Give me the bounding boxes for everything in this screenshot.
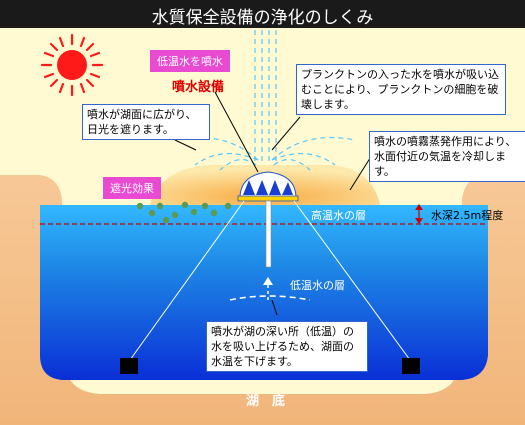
upflow-arrowhead-icon	[263, 277, 273, 285]
lake-water	[40, 205, 488, 380]
cold-water-layer-label: 低温水の層	[290, 279, 345, 292]
lake-bed	[0, 175, 525, 425]
water-depth-label: 水深2.5m程度	[431, 209, 504, 222]
intake-pipe	[265, 200, 272, 268]
shading-effect-tag: 遮光効果	[103, 177, 161, 199]
depth-arrow-icon	[415, 204, 423, 224]
intake-flow	[229, 295, 311, 301]
sun-icon	[40, 33, 104, 97]
callout-suction: 噴水が湖の深い所（低温）の水を吸い上げるため、湖面の水温を下げます。	[206, 321, 368, 372]
cold-water-spray-tag: 低温水を噴水	[150, 50, 230, 72]
callout-plankton: プランクトンの入った水を噴水が吸い込むことにより、プランクトンの細胞を破壊します…	[296, 64, 506, 115]
callout-shade: 噴水が湖面に広がり、日光を遮ります。	[82, 104, 210, 140]
fountain-equipment-label: 噴水設備	[172, 80, 225, 95]
warm-water-layer-label: 高温水の層	[311, 209, 366, 222]
callout-leaders	[174, 91, 373, 316]
anchor-right	[402, 358, 420, 374]
mooring-lines	[129, 200, 411, 361]
spray-jets	[254, 30, 277, 165]
anchor-left	[120, 358, 138, 374]
page-title: 水質保全設備の浄化のしくみ	[151, 8, 374, 28]
algae-dots	[136, 201, 232, 224]
callout-evaporation: 噴水の噴霧蒸発作用により、水面付近の気温を冷却します。	[369, 131, 525, 182]
fountain-dome-icon	[237, 171, 299, 202]
title-bar	[0, 0, 525, 28]
lake-bottom-label: 湖 底	[246, 394, 286, 409]
